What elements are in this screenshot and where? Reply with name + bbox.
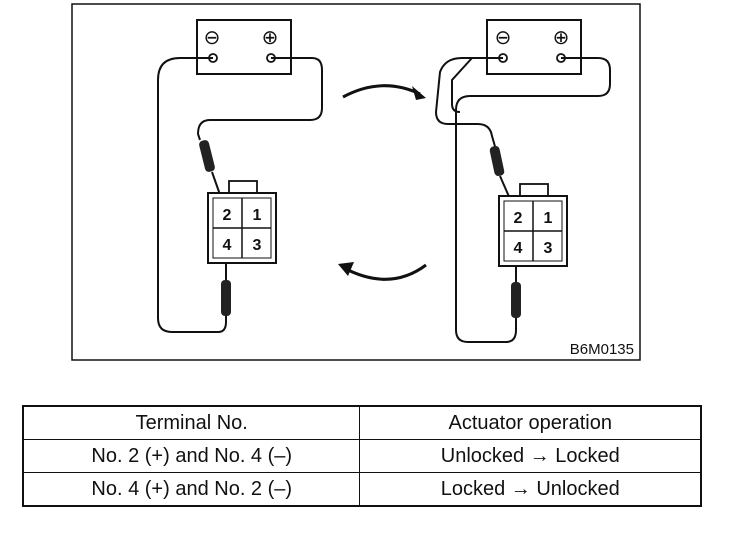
terminal-1-left: 1 — [253, 207, 262, 224]
probe-clip-upper — [199, 140, 215, 172]
terminal-3-right: 3 — [544, 240, 553, 257]
positive-lead — [196, 57, 323, 141]
negative-lead — [157, 57, 227, 333]
header-terminal-no: Terminal No. — [22, 405, 361, 440]
positive-lead-right — [455, 57, 611, 343]
left-setup: ⊖ ⊕ 2 1 4 3 — [157, 19, 323, 333]
cell-operation: Locked → Unlocked — [359, 472, 702, 507]
probe-clip-upper-right — [489, 146, 505, 176]
terminal-4-right: 4 — [514, 240, 523, 257]
diagram-frame — [71, 3, 641, 361]
arc-arrow-top — [342, 84, 421, 99]
table-row: No. 2 (+) and No. 4 (–) Unlocked → Locke… — [22, 439, 702, 473]
inner-lead-right — [451, 57, 473, 113]
battery-right — [486, 19, 582, 75]
terminal-4-left: 4 — [223, 237, 232, 254]
probe-clip-lower-right — [511, 282, 521, 318]
actuator-wiring-diagram: ⊖ ⊕ 2 1 4 3 ⊖ ⊕ — [71, 3, 641, 361]
table-row: No. 4 (+) and No. 2 (–) Locked → Unlocke… — [22, 472, 702, 507]
battery-negative-symbol: ⊖ — [204, 27, 221, 49]
right-setup: ⊖ ⊕ 2 1 4 3 — [434, 19, 611, 343]
negative-lead-right — [434, 57, 503, 151]
cell-terminal: No. 4 (+) and No. 2 (–) — [22, 472, 361, 507]
cell-operation: Unlocked → Locked — [359, 439, 702, 473]
arc-arrow-bottom — [343, 263, 427, 281]
cell-terminal: No. 2 (+) and No. 4 (–) — [22, 439, 361, 473]
table-header-row: Terminal No. Actuator operation — [22, 405, 702, 440]
battery-positive-symbol-right: ⊕ — [553, 27, 570, 49]
arrowhead-bottom-icon — [338, 262, 354, 276]
connector-latch-right — [519, 183, 549, 197]
terminal-3-left: 3 — [253, 237, 262, 254]
battery-left — [196, 19, 292, 75]
battery-positive-symbol: ⊕ — [262, 27, 279, 49]
terminal-operation-table: Terminal No. Actuator operation No. 2 (+… — [22, 405, 702, 507]
figure-code: B6M0135 — [570, 341, 634, 358]
probe-clip-lower — [221, 280, 231, 316]
terminal-2-right: 2 — [514, 210, 523, 227]
battery-negative-symbol-right: ⊖ — [495, 27, 512, 49]
terminal-1-right: 1 — [544, 210, 553, 227]
terminal-2-left: 2 — [223, 207, 232, 224]
connector-latch-left — [228, 180, 258, 194]
cycle-arrows — [338, 84, 427, 281]
header-actuator-operation: Actuator operation — [359, 405, 702, 440]
arrowhead-top-icon — [412, 86, 426, 100]
